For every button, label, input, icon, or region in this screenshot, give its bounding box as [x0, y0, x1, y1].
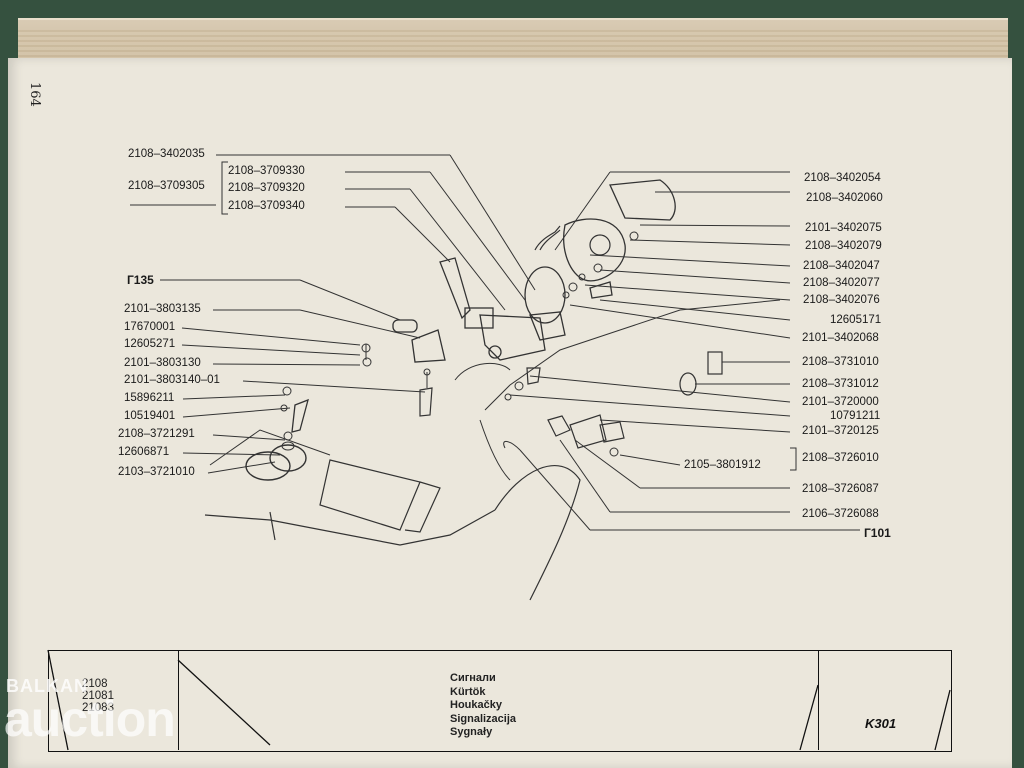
- part-label: 12605171: [830, 314, 882, 326]
- model-list: 2108 21081 21083: [82, 678, 114, 714]
- title-block-code-cell: [818, 650, 951, 750]
- part-label: 2108–3709320: [228, 182, 305, 194]
- part-label: 2101–3803140–01: [124, 374, 220, 386]
- model-number: 21081: [82, 690, 114, 702]
- part-label: 2106–3726088: [802, 508, 879, 520]
- part-label: 10519401: [124, 410, 176, 422]
- watermark-main: auction: [4, 691, 176, 747]
- title-block: [48, 650, 952, 752]
- part-label: 2108–3402054: [804, 172, 881, 184]
- model-number: 2108: [82, 678, 108, 690]
- part-label: 15896211: [124, 392, 175, 404]
- part-label: 2101–3803130: [124, 357, 201, 369]
- part-label: 2108–3709330: [228, 165, 305, 177]
- catalog-page: [8, 58, 1012, 768]
- part-label: 12605271: [124, 338, 176, 350]
- part-label: 2108–3402077: [803, 277, 880, 289]
- part-label: 2108–3726087: [802, 483, 879, 495]
- part-label: 2105–3801912: [684, 459, 761, 471]
- part-label: 17670001: [124, 321, 176, 333]
- part-label: 2108–3402076: [803, 294, 880, 306]
- model-number: 21083: [82, 702, 114, 714]
- watermark-top: BALKAN: [6, 676, 88, 696]
- section-title: Signalizacija: [450, 712, 517, 725]
- part-label: 2108–3402060: [806, 192, 883, 204]
- part-label: 2108–3726010: [802, 452, 879, 464]
- part-label: 2101–3720125: [802, 425, 879, 437]
- part-label: 10791211: [830, 410, 881, 422]
- part-label: 2108–3402047: [803, 260, 880, 272]
- part-label: Г101: [864, 526, 891, 540]
- section-title: Kürtök: [450, 685, 486, 698]
- part-label: 2108–3721291: [118, 428, 195, 440]
- section-title: Houkačky: [450, 699, 502, 711]
- section-title: Сигнали: [450, 672, 496, 684]
- part-label: 2108–3709340: [228, 200, 305, 212]
- section-title: Sygnały: [450, 726, 493, 738]
- part-label: 2101–3720000: [802, 396, 879, 408]
- part-label: 2101–3402068: [802, 332, 879, 344]
- part-label: 2108–3709305: [128, 180, 205, 192]
- sheet-code: K301: [865, 716, 897, 731]
- part-label: Г135: [127, 273, 154, 287]
- section-titles: Сигнали Kürtök Houkačky Signalizacija Sy…: [450, 672, 516, 740]
- part-label: 2108–3402079: [805, 240, 882, 252]
- part-label: 2101–3402075: [805, 222, 882, 234]
- part-label: 2108–3402035: [128, 148, 205, 160]
- title-block-models-cell: [48, 650, 179, 750]
- part-label: 2108–3731010: [802, 356, 879, 368]
- part-label: 2101–3803135: [124, 303, 201, 315]
- part-label: 2103–3721010: [118, 466, 195, 478]
- part-label: 2108–3731012: [802, 378, 879, 390]
- part-label: 12606871: [118, 446, 170, 458]
